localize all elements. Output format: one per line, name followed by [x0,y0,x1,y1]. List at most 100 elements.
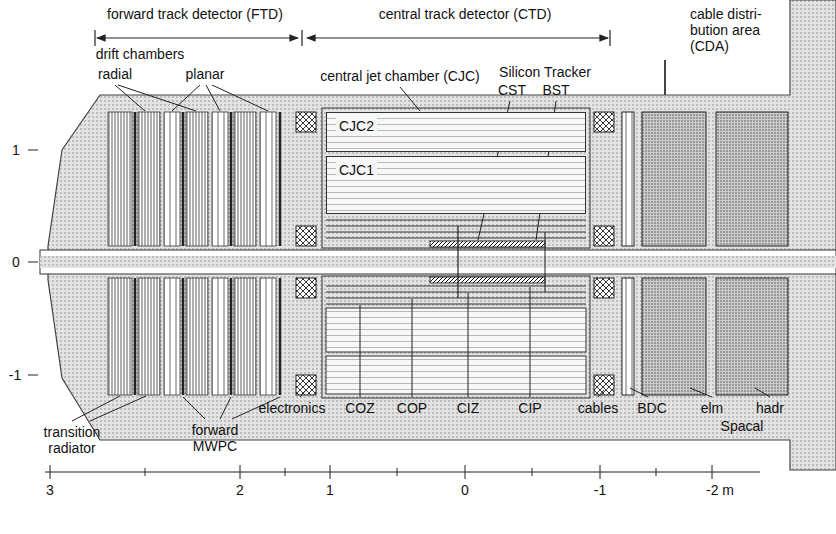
axis-ticks [45,472,760,473]
forward-chambers [212,278,228,395]
electronics-boxes [296,375,316,395]
dimension-arrows [301,30,302,46]
leader-lines [400,87,420,111]
central-tracker [457,226,458,298]
leader-lines [220,397,231,419]
central-tracker [326,226,586,227]
central-tracker [326,238,586,239]
beam-pipe [40,250,836,274]
leader-lines [118,85,196,111]
forward-mwpc [134,278,137,395]
central-tracker [322,276,590,398]
part-label: Spacal [721,418,764,434]
leader-lines [630,388,648,397]
leader-lines [206,85,220,111]
dimension-arrows [94,30,95,46]
part-label: CST [498,82,526,98]
leader-lines [212,85,268,111]
central-tracker [326,286,586,287]
part-label: central jet chamber (CJC) [320,68,480,84]
forward-chambers [138,278,160,395]
forward-mwpc [279,278,282,395]
dimension-arrows [95,30,610,46]
part-label: cables [578,400,618,416]
chamber-name: CJC2 [336,117,377,135]
leader-lines [598,390,604,397]
cable-boxes [594,226,614,246]
part-label: forward MWPC [182,422,248,454]
section-label: central track detector (CTD) [379,6,552,22]
part-label: transition radiator [32,424,112,456]
central-tracker [326,220,586,221]
area-label: cable distri- bution area (CDA) [690,6,788,54]
axis-ticks [712,465,713,479]
forward-mwpc [279,112,282,246]
central-tracker [322,108,590,398]
dimension-arrows [97,37,298,38]
axis-number: -1 [9,367,21,383]
part-label: planar [186,66,225,82]
leader-lines [183,397,205,419]
part-label: BST [542,82,569,98]
axis-number: 0 [12,254,20,270]
cable-boxes [594,278,614,298]
part-label: radial [98,66,132,82]
dimension-arrows [609,30,610,46]
forward-chambers [234,112,256,246]
forward-mwpc [230,112,233,246]
central-tracker [326,232,586,233]
forward-chambers [108,112,276,395]
axis-ticks [28,262,38,263]
axis-ticks [465,465,466,479]
leader-lines [360,305,361,397]
forward-mwpc [182,112,185,246]
electronics-boxes [296,112,316,132]
axis-ticks [28,150,38,151]
forward-mwpc [182,278,185,395]
forward-mwpc [134,112,137,246]
section-label: forward track detector (FTD) [107,6,283,22]
axis-ticks [28,150,760,479]
axis-ticks [50,465,51,479]
chamber-band: CJC2 [326,112,586,152]
part-label: elm [701,400,724,416]
forward-chambers [108,112,132,246]
forward-chambers [138,112,160,246]
axis-unit-number: -2 m [706,482,734,498]
axis-ticks [656,468,657,476]
detector-outline [48,0,836,470]
spacal-calorimeter [642,278,706,395]
spacal-calorimeter [642,112,788,395]
forward-mwpc [230,278,233,395]
axis-ticks [330,465,331,479]
part-label: CIZ [457,400,480,416]
axis-ticks [600,465,601,479]
forward-chambers [260,278,276,395]
dimension-arrows [307,37,608,38]
axis-ticks [532,468,533,476]
leader-lines [300,390,306,397]
axis-number: 1 [12,142,20,158]
forward-chambers [164,278,180,395]
part-label: drift chambers [96,46,185,62]
forward-chambers [212,112,228,246]
forward-chambers [186,278,208,395]
electronics-boxes [296,226,316,246]
leader-lines [530,287,531,397]
silicon-tracker [430,241,545,247]
cda-wall [664,60,666,95]
part-label: COZ [345,400,375,416]
bdc-chamber [622,112,634,395]
part-label: Silicon Tracker [499,64,591,80]
central-tracker [326,304,586,305]
forward-chambers [234,278,256,395]
central-tracker [326,298,586,299]
axis-number: 0 [461,482,469,498]
part-label: electronics [259,400,326,416]
electronics-boxes [296,112,316,395]
leader-lines [690,388,712,397]
chamber-band: CJC1 [326,156,586,214]
part-label: hadr [756,400,784,416]
leader-lines [90,396,146,421]
